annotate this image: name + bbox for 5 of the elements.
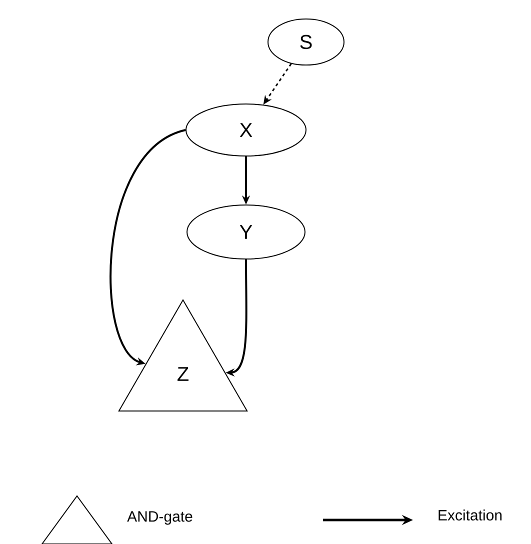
legend-label: Excitation [438, 510, 502, 520]
ellipse-node: S [268, 18, 344, 66]
ellipse-node: X [186, 104, 306, 156]
legend-label: AND-gate [127, 511, 192, 525]
ellipse-node: Y [186, 204, 306, 260]
